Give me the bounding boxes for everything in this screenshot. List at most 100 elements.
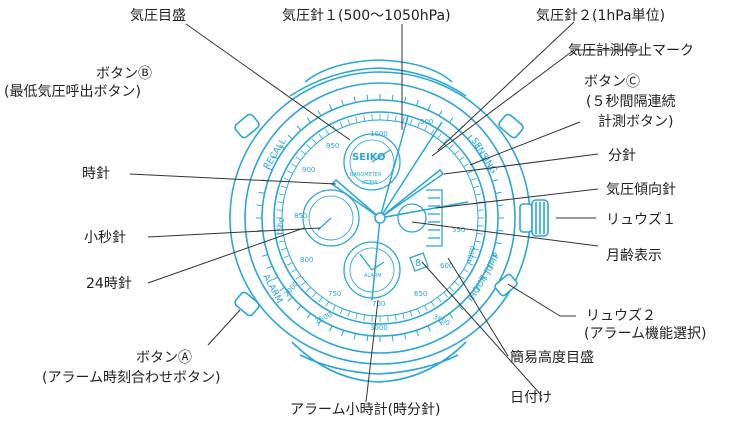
crown-1[interactable] — [519, 199, 549, 237]
tick-mark — [366, 94, 369, 101]
tick-mark — [497, 229, 504, 232]
tick-mark — [332, 305, 336, 311]
scale-800: 800 — [300, 256, 313, 264]
tick-mark — [353, 333, 356, 340]
pressure-hand-2 — [379, 121, 443, 219]
tick-mark — [409, 118, 413, 125]
tick-mark — [306, 144, 311, 149]
main-hands — [330, 115, 469, 301]
tick-mark — [415, 330, 419, 337]
tick-mark — [325, 301, 330, 307]
tick-mark — [355, 116, 358, 123]
tick-mark — [272, 155, 279, 160]
tick-mark — [278, 193, 285, 196]
button-b[interactable] — [233, 113, 260, 139]
label-pressure-stop-mark: 気圧計測停止マーク — [568, 42, 694, 59]
scale-700: 700 — [372, 300, 385, 308]
tick-mark — [341, 99, 345, 106]
tick-mark — [339, 308, 343, 315]
tick-mark — [261, 253, 268, 257]
tick-mark — [459, 275, 465, 280]
bezel-recall: RECALL — [262, 137, 289, 171]
label-pressure-trend-hand: 気圧傾向針 — [606, 182, 676, 198]
tick-mark — [459, 156, 465, 161]
center-pin — [374, 212, 386, 224]
tick-mark — [424, 125, 428, 131]
label-alarm-hand: アラーム小時計(時分針) — [290, 402, 441, 418]
tick-mark — [404, 333, 407, 340]
tick-mark — [391, 94, 394, 101]
button-c[interactable] — [497, 113, 524, 139]
label-crown-2-line2: (アラーム機能選択) — [584, 326, 707, 342]
tick-mark — [312, 138, 317, 144]
tick-mark — [341, 330, 345, 337]
leader-lines — [129, 21, 640, 403]
tick-mark — [279, 286, 285, 292]
tick-mark — [306, 287, 311, 292]
tick-mark — [391, 335, 394, 342]
tick-mark — [467, 170, 473, 174]
label-button-b-line1: ボタンⒷ — [96, 66, 152, 82]
tick-mark — [427, 325, 431, 332]
tick-mark — [417, 121, 421, 128]
tick-mark — [470, 255, 477, 259]
tick-mark — [278, 240, 285, 243]
tick-mark — [317, 110, 322, 117]
tick-mark — [266, 167, 273, 171]
tick-mark — [366, 335, 369, 342]
dial-sub-text-2: XTIMA — [362, 180, 378, 186]
labels: 気圧目盛 気圧針１(500〜1050hPa) 気圧針２(1hPa単位) 気圧計測… — [4, 8, 707, 418]
tick-mark — [291, 163, 297, 168]
tick-mark — [470, 177, 477, 181]
label-button-b-line2: (最低気圧呼出ボタン) — [4, 84, 141, 100]
tick-mark — [438, 110, 443, 117]
tick-mark — [347, 311, 351, 318]
tick-mark — [312, 292, 317, 298]
pressure-trend-hand — [379, 201, 469, 219]
tick-mark — [495, 191, 502, 194]
label-date: 日付け — [510, 390, 552, 406]
dial-sub-text-1: BAROMETER — [350, 172, 382, 178]
scale-650: 650 — [414, 290, 427, 298]
tick-mark — [476, 201, 483, 204]
hour-hand — [330, 178, 381, 219]
tick-mark — [353, 96, 356, 103]
subdial-bottom — [343, 241, 401, 299]
tick-mark — [417, 308, 421, 315]
tick-mark — [306, 313, 312, 319]
tick-mark — [296, 305, 302, 311]
tick-mark — [487, 265, 494, 269]
label-button-c-line2: (５秒間隔連続 — [586, 93, 675, 110]
label-crown-2-line1: リュウズ２ — [586, 308, 656, 324]
tick-mark — [437, 133, 442, 139]
tick-mark — [295, 156, 301, 161]
tick-mark — [402, 116, 405, 123]
crown-2[interactable] — [494, 273, 518, 297]
label-moon-phase: 月齢表示 — [606, 248, 662, 264]
tick-mark — [454, 281, 460, 286]
tick-mark — [317, 319, 322, 326]
tick-mark — [266, 265, 273, 269]
label-button-a-line2: (アラーム時刻合わせボタン) — [42, 370, 221, 386]
scale-4000: 4000 — [465, 245, 477, 264]
tick-mark — [458, 305, 464, 311]
tick-mark — [280, 185, 287, 189]
tick-mark — [475, 286, 481, 292]
tick-mark — [427, 104, 431, 111]
tick-mark — [409, 311, 413, 318]
tick-mark — [467, 134, 473, 140]
tick-mark — [300, 281, 306, 286]
tick-mark — [272, 276, 279, 281]
tick-mark — [473, 247, 480, 251]
scale-300: 300 — [420, 118, 433, 126]
tick-mark — [481, 155, 488, 160]
tick-mark — [430, 301, 435, 307]
tick-mark — [443, 292, 448, 298]
button-a[interactable] — [233, 291, 260, 317]
tick-mark — [283, 177, 290, 181]
scale-2500: 2500 — [314, 311, 334, 326]
scale-900: 900 — [302, 166, 315, 174]
tick-mark — [347, 118, 351, 125]
tick-mark — [448, 313, 454, 319]
tick-mark — [448, 117, 454, 123]
